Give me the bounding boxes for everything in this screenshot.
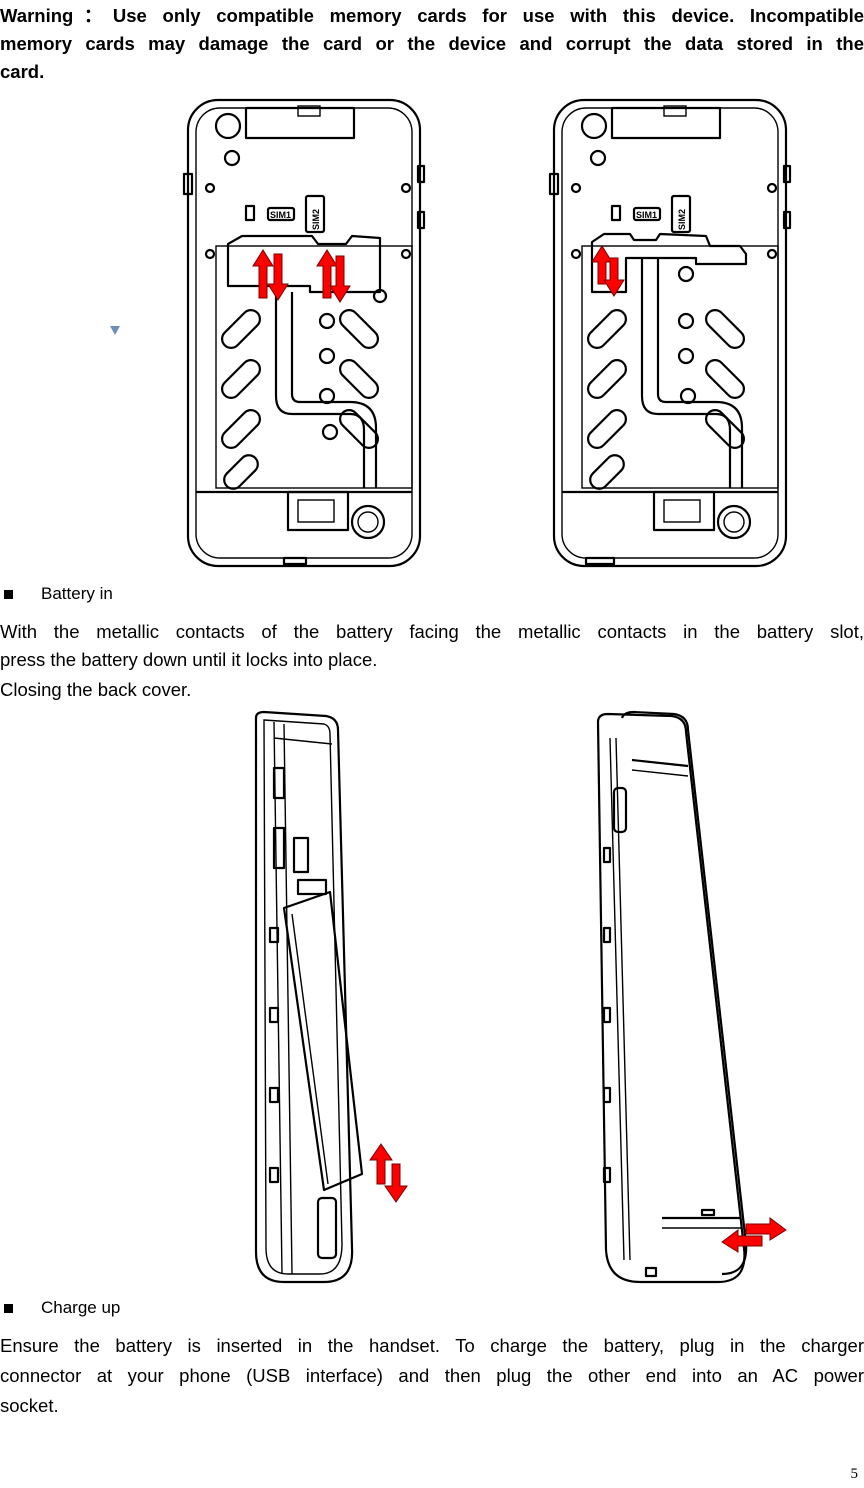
triangle-marker-icon bbox=[110, 326, 120, 335]
arrow-up-icon bbox=[369, 1143, 393, 1185]
sim-insert-figure-left: SIM1 SIM2 bbox=[182, 98, 426, 568]
arrow-down-icon bbox=[384, 1163, 408, 1203]
bullet-square-icon bbox=[4, 1303, 13, 1313]
arrow-down-icon bbox=[267, 253, 289, 301]
page-number: 5 bbox=[850, 1466, 859, 1482]
arrow-right-icon bbox=[745, 1217, 787, 1241]
charge-body-line-1: Ensure the battery is inserted in the ha… bbox=[0, 1335, 864, 1356]
sim2-label: SIM2 bbox=[311, 209, 321, 230]
arrow-down-icon bbox=[329, 255, 351, 303]
charge-body-line-3: socket. bbox=[0, 1395, 59, 1416]
battery-body-line-2: press the battery down until it locks in… bbox=[0, 649, 378, 670]
sim1-label: SIM1 bbox=[636, 210, 657, 220]
battery-insert-figure bbox=[254, 710, 408, 1284]
arrow-up-icon bbox=[252, 249, 274, 299]
arrow-down-icon bbox=[603, 257, 625, 297]
back-cover-figure bbox=[596, 710, 787, 1284]
bullet-square-icon bbox=[4, 589, 13, 599]
warning-label: Warning： bbox=[0, 5, 113, 26]
charge-up-heading: Charge up bbox=[0, 1296, 120, 1320]
sim-insert-figure-right: SIM1 SIM2 bbox=[548, 98, 792, 568]
charge-body-line-2: connector at your phone (USB interface) … bbox=[0, 1365, 864, 1386]
warning-line-3: card. bbox=[0, 61, 45, 82]
sim1-label: SIM1 bbox=[270, 210, 291, 220]
warning-line-2: memory cards may damage the card or the … bbox=[0, 33, 864, 54]
sim2-label: SIM2 bbox=[677, 209, 687, 230]
arrow-left-icon bbox=[721, 1229, 763, 1253]
battery-in-heading: Battery in bbox=[0, 582, 113, 606]
arrow-up-icon bbox=[591, 245, 613, 285]
battery-body-line-3: Closing the back cover. bbox=[0, 679, 192, 700]
warning-line-1: Warning：Use only compatible memory cards… bbox=[0, 5, 864, 26]
battery-body-line-1: With the metallic contacts of the batter… bbox=[0, 621, 864, 642]
